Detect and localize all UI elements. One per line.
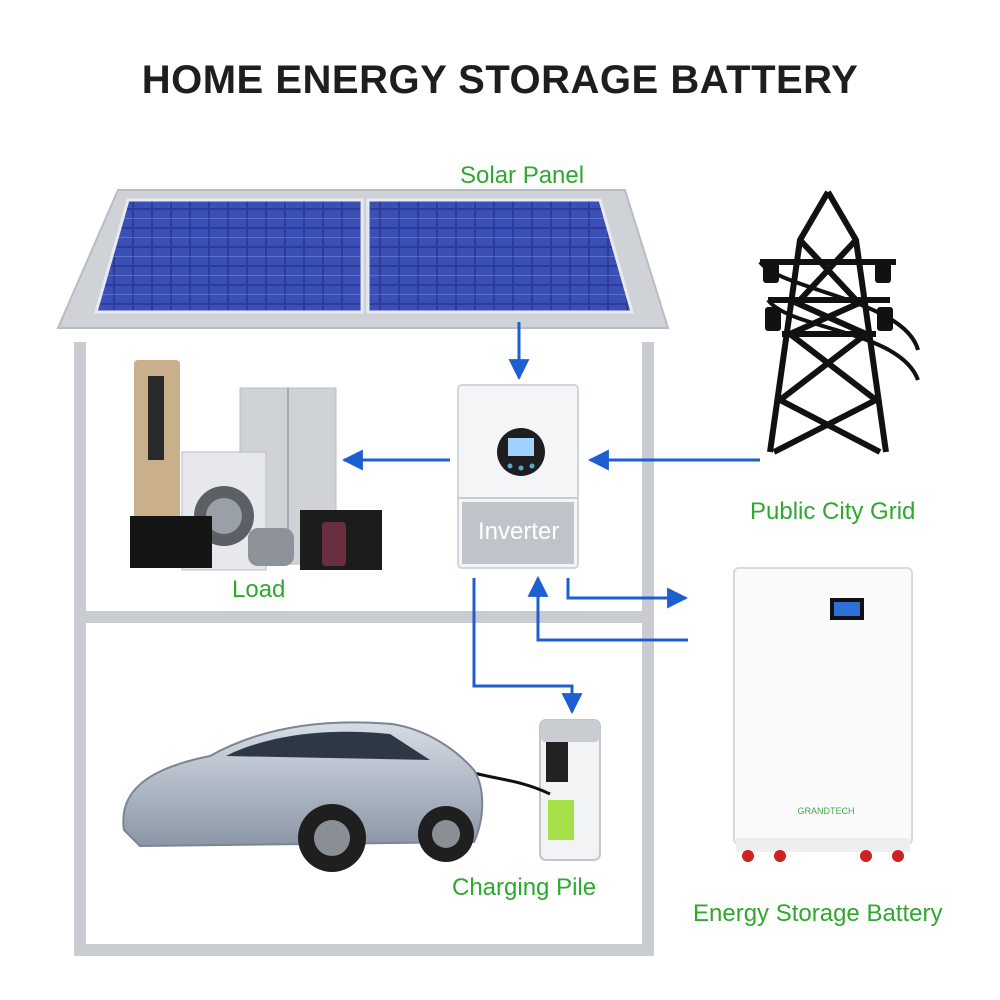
arrow-inverter-to-charger xyxy=(474,578,572,712)
appliances-icon xyxy=(130,360,382,570)
inverter-label: Inverter xyxy=(478,518,559,546)
arrow-battery-to-inverter xyxy=(538,578,688,640)
charging-pile-icon xyxy=(540,720,600,860)
public-grid-label: Public City Grid xyxy=(750,498,915,526)
battery-brand: GRANDTECH xyxy=(797,806,854,816)
storage-battery-icon xyxy=(734,568,912,862)
solar-panel-label: Solar Panel xyxy=(460,162,584,190)
battery-label: Energy Storage Battery xyxy=(693,900,942,928)
power-tower-icon xyxy=(760,192,918,452)
car-icon xyxy=(123,722,482,872)
arrow-inverter-to-battery xyxy=(568,578,686,598)
load-label: Load xyxy=(232,576,285,604)
charging-pile-label: Charging Pile xyxy=(452,874,596,902)
